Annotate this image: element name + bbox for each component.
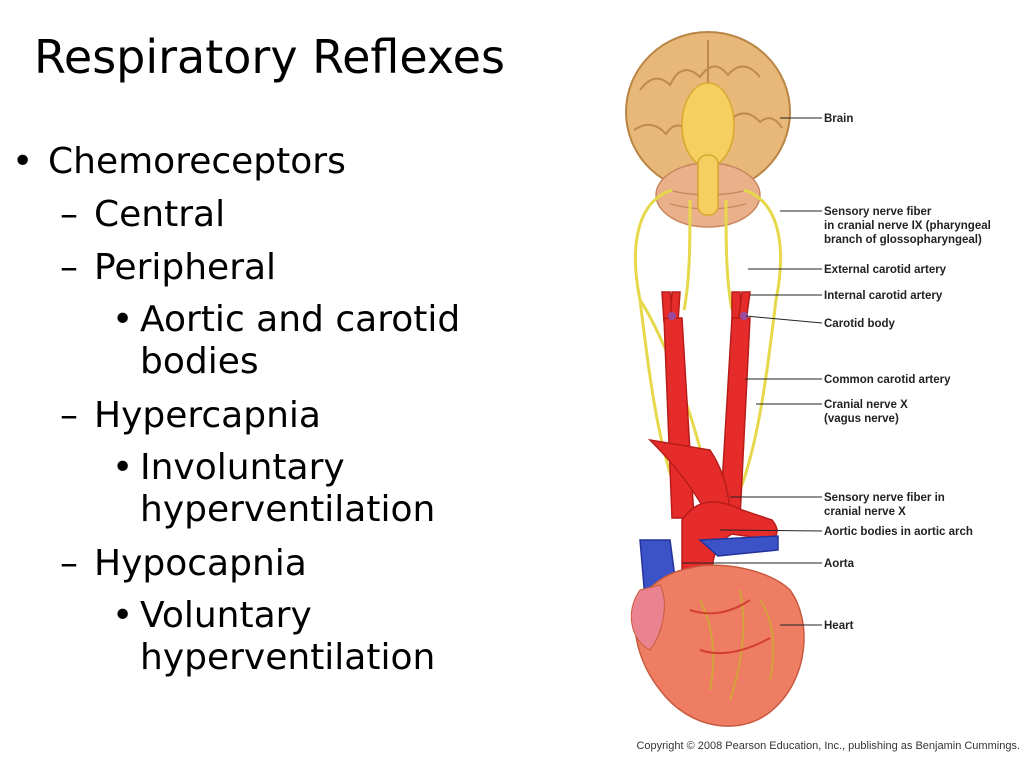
dash-marker: – xyxy=(60,395,78,436)
label-internal-carotid: Internal carotid artery xyxy=(824,290,943,302)
label-sensory-ix-line3: branch of glossopharyngeal) xyxy=(824,234,982,246)
copyright-notice: Copyright © 2008 Pearson Education, Inc.… xyxy=(636,740,1020,752)
label-carotid-body: Carotid body xyxy=(824,318,896,330)
dash-marker: – xyxy=(60,194,78,235)
figure-labels: Brain Sensory nerve fiber in cranial ner… xyxy=(824,113,991,632)
bullet-peripheral: Peripheral xyxy=(94,247,277,288)
label-common-carotid: Common carotid artery xyxy=(824,374,951,386)
label-sensory-x-line1: Sensory nerve fiber in xyxy=(824,492,945,504)
bullet-marker: • xyxy=(12,141,34,182)
label-external-carotid: External carotid artery xyxy=(824,264,947,276)
dash-marker: – xyxy=(60,247,78,288)
dash-marker: – xyxy=(60,543,78,584)
bullet-involuntary-line2: hyperventilation xyxy=(140,489,436,530)
label-aorta: Aorta xyxy=(824,558,855,570)
slide-title: Respiratory Reflexes xyxy=(34,30,505,84)
label-brain: Brain xyxy=(824,113,853,125)
bullet-hypocapnia: Hypocapnia xyxy=(94,543,307,584)
bullet-voluntary-line2: hyperventilation xyxy=(140,637,436,678)
bullet-voluntary-line1: Voluntary xyxy=(140,595,312,636)
brain-graphic xyxy=(625,31,791,228)
label-cranial-x-line1: Cranial nerve X xyxy=(824,399,908,411)
leader-lines xyxy=(682,117,823,626)
carotid-arteries xyxy=(647,291,751,521)
bullet-central: Central xyxy=(94,194,226,235)
label-sensory-x-line2: cranial nerve X xyxy=(824,506,906,518)
bullet-aortic-line1: Aortic and carotid xyxy=(140,299,461,340)
label-aortic-bodies: Aortic bodies in aortic arch xyxy=(824,526,973,538)
bullet-chemoreceptors: Chemoreceptors xyxy=(48,141,346,182)
bullet-aortic-line2: bodies xyxy=(140,341,259,382)
label-heart: Heart xyxy=(824,620,854,632)
label-cranial-x-line2: (vagus nerve) xyxy=(824,413,899,425)
bullet-marker: • xyxy=(112,447,134,488)
bullet-marker: • xyxy=(112,595,134,636)
label-sensory-ix-line1: Sensory nerve fiber xyxy=(824,206,932,218)
label-sensory-ix-line2: in cranial nerve IX (pharyngeal xyxy=(824,220,991,232)
bullet-marker: • xyxy=(112,299,134,340)
heart-graphic xyxy=(630,501,805,727)
bullet-hypercapnia: Hypercapnia xyxy=(94,395,321,436)
bullet-involuntary-line1: Involuntary xyxy=(140,447,345,488)
anatomy-illustration: Brain Sensory nerve fiber in cranial ner… xyxy=(625,31,991,727)
